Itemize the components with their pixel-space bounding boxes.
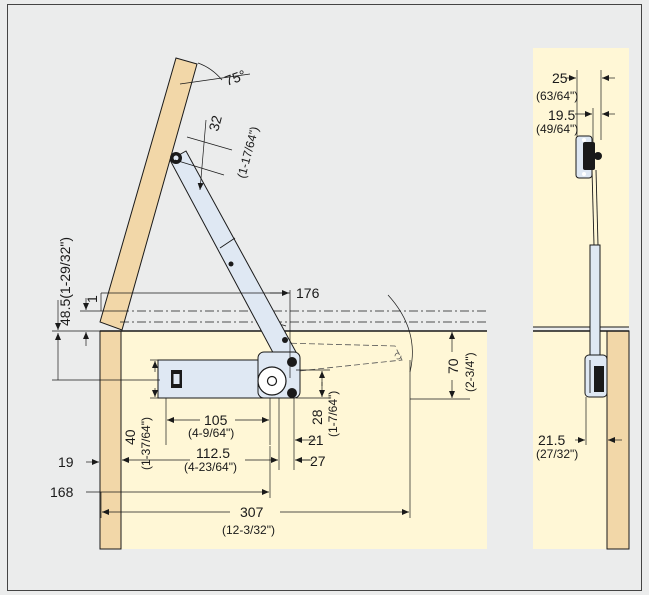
body-pivot-arm [282, 337, 288, 343]
dim-21-5: 21.5 (27/32") [536, 397, 622, 461]
dim-40: 40 (1-37/64") [122, 359, 162, 470]
dim-19-label: 19 [58, 454, 74, 470]
front-arm-lower [589, 244, 601, 356]
arm-joint [219, 237, 236, 249]
drawing-border [7, 4, 642, 591]
front-lid-panel [533, 48, 629, 327]
dim-105: 105 (4-9/64") [165, 398, 271, 445]
dim-1-label: 1 [84, 295, 100, 303]
cabinet-side-wall [99, 330, 122, 550]
front-arm-upper [591, 169, 595, 246]
swing-arc [387, 294, 413, 373]
dim-176: 176 [100, 285, 320, 378]
front-arm-upper-2 [595, 169, 599, 246]
dim-112-5-inch: (4-23/64") [184, 460, 237, 474]
dim-25: 25 (63/64") [536, 70, 615, 140]
dim-28-label: 28 [309, 409, 325, 425]
dim-25-label: 25 [552, 70, 568, 86]
dim-32-inch: (1-17/64") [234, 125, 261, 180]
dim-21: 21 [278, 398, 324, 470]
open-lid [99, 57, 198, 331]
main-pivot [257, 366, 287, 396]
adjust-screw-slot [173, 374, 180, 384]
dim-48-5-label: 48.5(1-29/32") [57, 237, 73, 326]
ghost-pivot [394, 352, 402, 360]
dim-19-5-inch: (49/64") [536, 122, 578, 136]
dim-112-5-label: 112.5 [196, 445, 230, 461]
angle-dimension: 75° [179, 62, 251, 89]
front-bracket-hole-top [582, 138, 586, 142]
dim-40-inch: (1-37/64") [139, 417, 153, 470]
dim-32-label: 32 [205, 113, 225, 132]
dim-21-5-inch: (27/32") [536, 447, 578, 461]
dim-19-5-label: 19.5 [548, 107, 575, 123]
dim-168: 168 [50, 446, 271, 500]
dim-28-inch: (1-7/64") [326, 391, 340, 437]
front-bracket-hole-bottom [582, 172, 586, 176]
front-upper-bracket-plate [583, 142, 595, 170]
dim-25-inch: (63/64") [536, 89, 578, 103]
dim-40-label: 40 [122, 429, 138, 445]
angle-label: 75° [223, 67, 248, 89]
dim-48-5: 48.5(1-29/32") 1 [52, 237, 160, 381]
dim-70-label: 70 [445, 358, 461, 374]
front-view [533, 48, 630, 550]
dim-176-label: 176 [296, 285, 320, 301]
side-view [99, 57, 487, 550]
front-upper-screw [594, 152, 602, 160]
dim-27: 27 [295, 453, 326, 469]
housing-screw-bottom [287, 388, 297, 398]
dim-27-label: 27 [310, 453, 326, 469]
front-mechanism-dark [594, 366, 604, 392]
dim-307-label: 307 [240, 504, 264, 520]
dim-105-inch: (4-9/64") [188, 426, 234, 440]
housing-screw-top [287, 357, 297, 367]
dim-21-5-label: 21.5 [538, 432, 565, 448]
lid-pivot-inner [173, 155, 179, 161]
dim-70-inch: (2-3/4") [463, 352, 477, 392]
dim-19-5: 19.5 (49/64") [536, 107, 615, 150]
dim-307-inch: (12-3/32") [222, 523, 275, 537]
dim-112-5: 112.5 (4-23/64") [120, 445, 278, 474]
dim-21-label: 21 [308, 432, 324, 448]
main-pivot-inner [266, 375, 278, 387]
dim-19: 19 [58, 454, 99, 470]
arm-rivet [228, 261, 234, 267]
dim-105-label: 105 [204, 412, 228, 428]
dim-28: 28 (1-7/64") [296, 369, 340, 437]
dim-70: 70 (2-3/4") [410, 330, 477, 400]
dim-307: 307 (12-3/32") [100, 360, 411, 537]
dim-168-label: 168 [50, 484, 74, 500]
